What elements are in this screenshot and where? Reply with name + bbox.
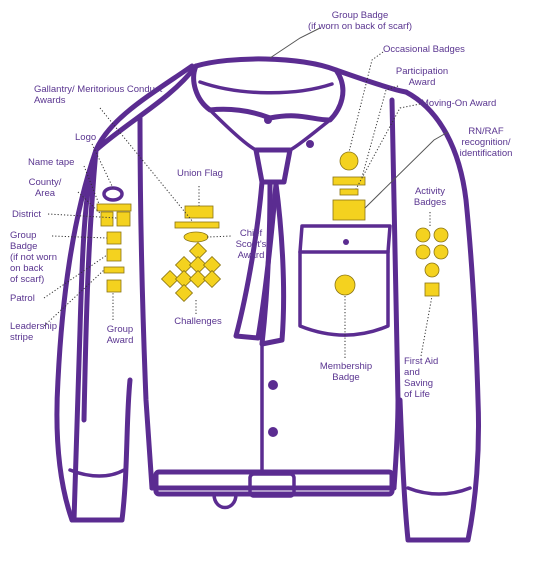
shoulders: [93, 63, 409, 153]
leader-group-badge-back: [269, 27, 321, 59]
scarf-knot: [253, 147, 293, 185]
leader-gallantry: [99, 107, 194, 223]
label-first-aid: First Aid and Saving of Life: [404, 356, 439, 400]
leader-group-front: [51, 235, 108, 239]
label-gallantry: Gallantry/ Meritorious Conduct Awards: [34, 84, 163, 106]
label-participation-award: Participation Award: [395, 66, 449, 88]
membership-badge: [334, 274, 356, 296]
leader-county: [77, 191, 102, 215]
patrol-badge: [106, 248, 122, 262]
label-logo: Logo: [75, 132, 97, 143]
occasional-badge: [339, 151, 359, 171]
district-badge: [116, 211, 131, 227]
label-rn-raf: RN/RAF recognition/ identification: [459, 126, 513, 159]
label-challenges: Challenges: [174, 316, 222, 327]
chest-pocket-flap: [298, 224, 392, 254]
belt: [153, 469, 395, 497]
leader-leadership: [43, 269, 105, 327]
chief-scouts-award-badge: [183, 231, 209, 243]
collar-fold: [198, 80, 334, 95]
leader-rn-raf: [364, 131, 449, 209]
leader-name-tape: [83, 165, 100, 205]
county-badge: [100, 211, 114, 227]
leader-occasional: [348, 51, 384, 153]
rn-raf-badge: [332, 199, 366, 221]
label-leadership-stripe: Leadership stripe: [10, 321, 58, 343]
left-sleeve: [54, 147, 133, 523]
label-district: District: [12, 209, 42, 220]
label-chief-scouts-award: Chief Scout's Award: [235, 228, 267, 261]
participation-award-badge: [332, 176, 366, 186]
leader-first-aid: [420, 295, 433, 357]
torso-left: [137, 115, 155, 491]
scarf-right-wing: [288, 118, 332, 152]
pocket-button: [343, 239, 349, 245]
torso-right: [389, 97, 401, 491]
right-cuff: [406, 486, 472, 496]
leader-moving-on: [355, 103, 421, 190]
challenge-badges: [160, 241, 222, 303]
shirt-outline: [71, 63, 195, 523]
right-sleeve: [397, 89, 482, 543]
label-patrol: Patrol: [10, 293, 35, 304]
collar: [191, 56, 346, 123]
leader-chief-scout: [206, 235, 233, 238]
left-cuff: [68, 468, 126, 478]
gallantry-badge: [174, 221, 220, 229]
leadership-stripe-badge: [103, 266, 125, 274]
group-badge: [106, 231, 122, 245]
logo-badge: [102, 186, 124, 202]
label-occasional-badges: Occasional Badges: [383, 44, 465, 55]
shirt-button: [268, 380, 278, 390]
first-aid-badge: [424, 282, 440, 297]
name-tape-badge: [96, 203, 132, 212]
label-membership-badge: Membership Badge: [319, 361, 373, 383]
moving-on-award-badge: [339, 188, 359, 196]
scarf-right-tail: [259, 181, 287, 347]
activity-badges: [415, 227, 449, 278]
label-union-flag: Union Flag: [177, 168, 223, 179]
belt-buckle: [248, 472, 296, 498]
label-group-award: Group Award: [106, 324, 134, 346]
collar-button: [264, 116, 272, 124]
label-group-badge-back: Group Badge (if worn on back of scarf): [307, 10, 412, 32]
leader-participation: [361, 85, 399, 178]
union-flag-badge: [184, 205, 214, 219]
label-group-badge-front: Group Badge (if not worn on back of scar…: [10, 230, 57, 285]
label-name-tape: Name tape: [28, 157, 75, 168]
label-activity-badges: Activity Badges: [413, 186, 447, 208]
belt-loop: [212, 492, 238, 510]
label-moving-on-award: Moving-On Award: [421, 98, 497, 109]
scarf-left-wing: [208, 108, 258, 152]
shirt-button: [268, 427, 278, 437]
label-county-area: County/ Area: [28, 177, 62, 199]
collar-tip-button: [306, 140, 314, 148]
group-award-badge: [106, 279, 122, 293]
